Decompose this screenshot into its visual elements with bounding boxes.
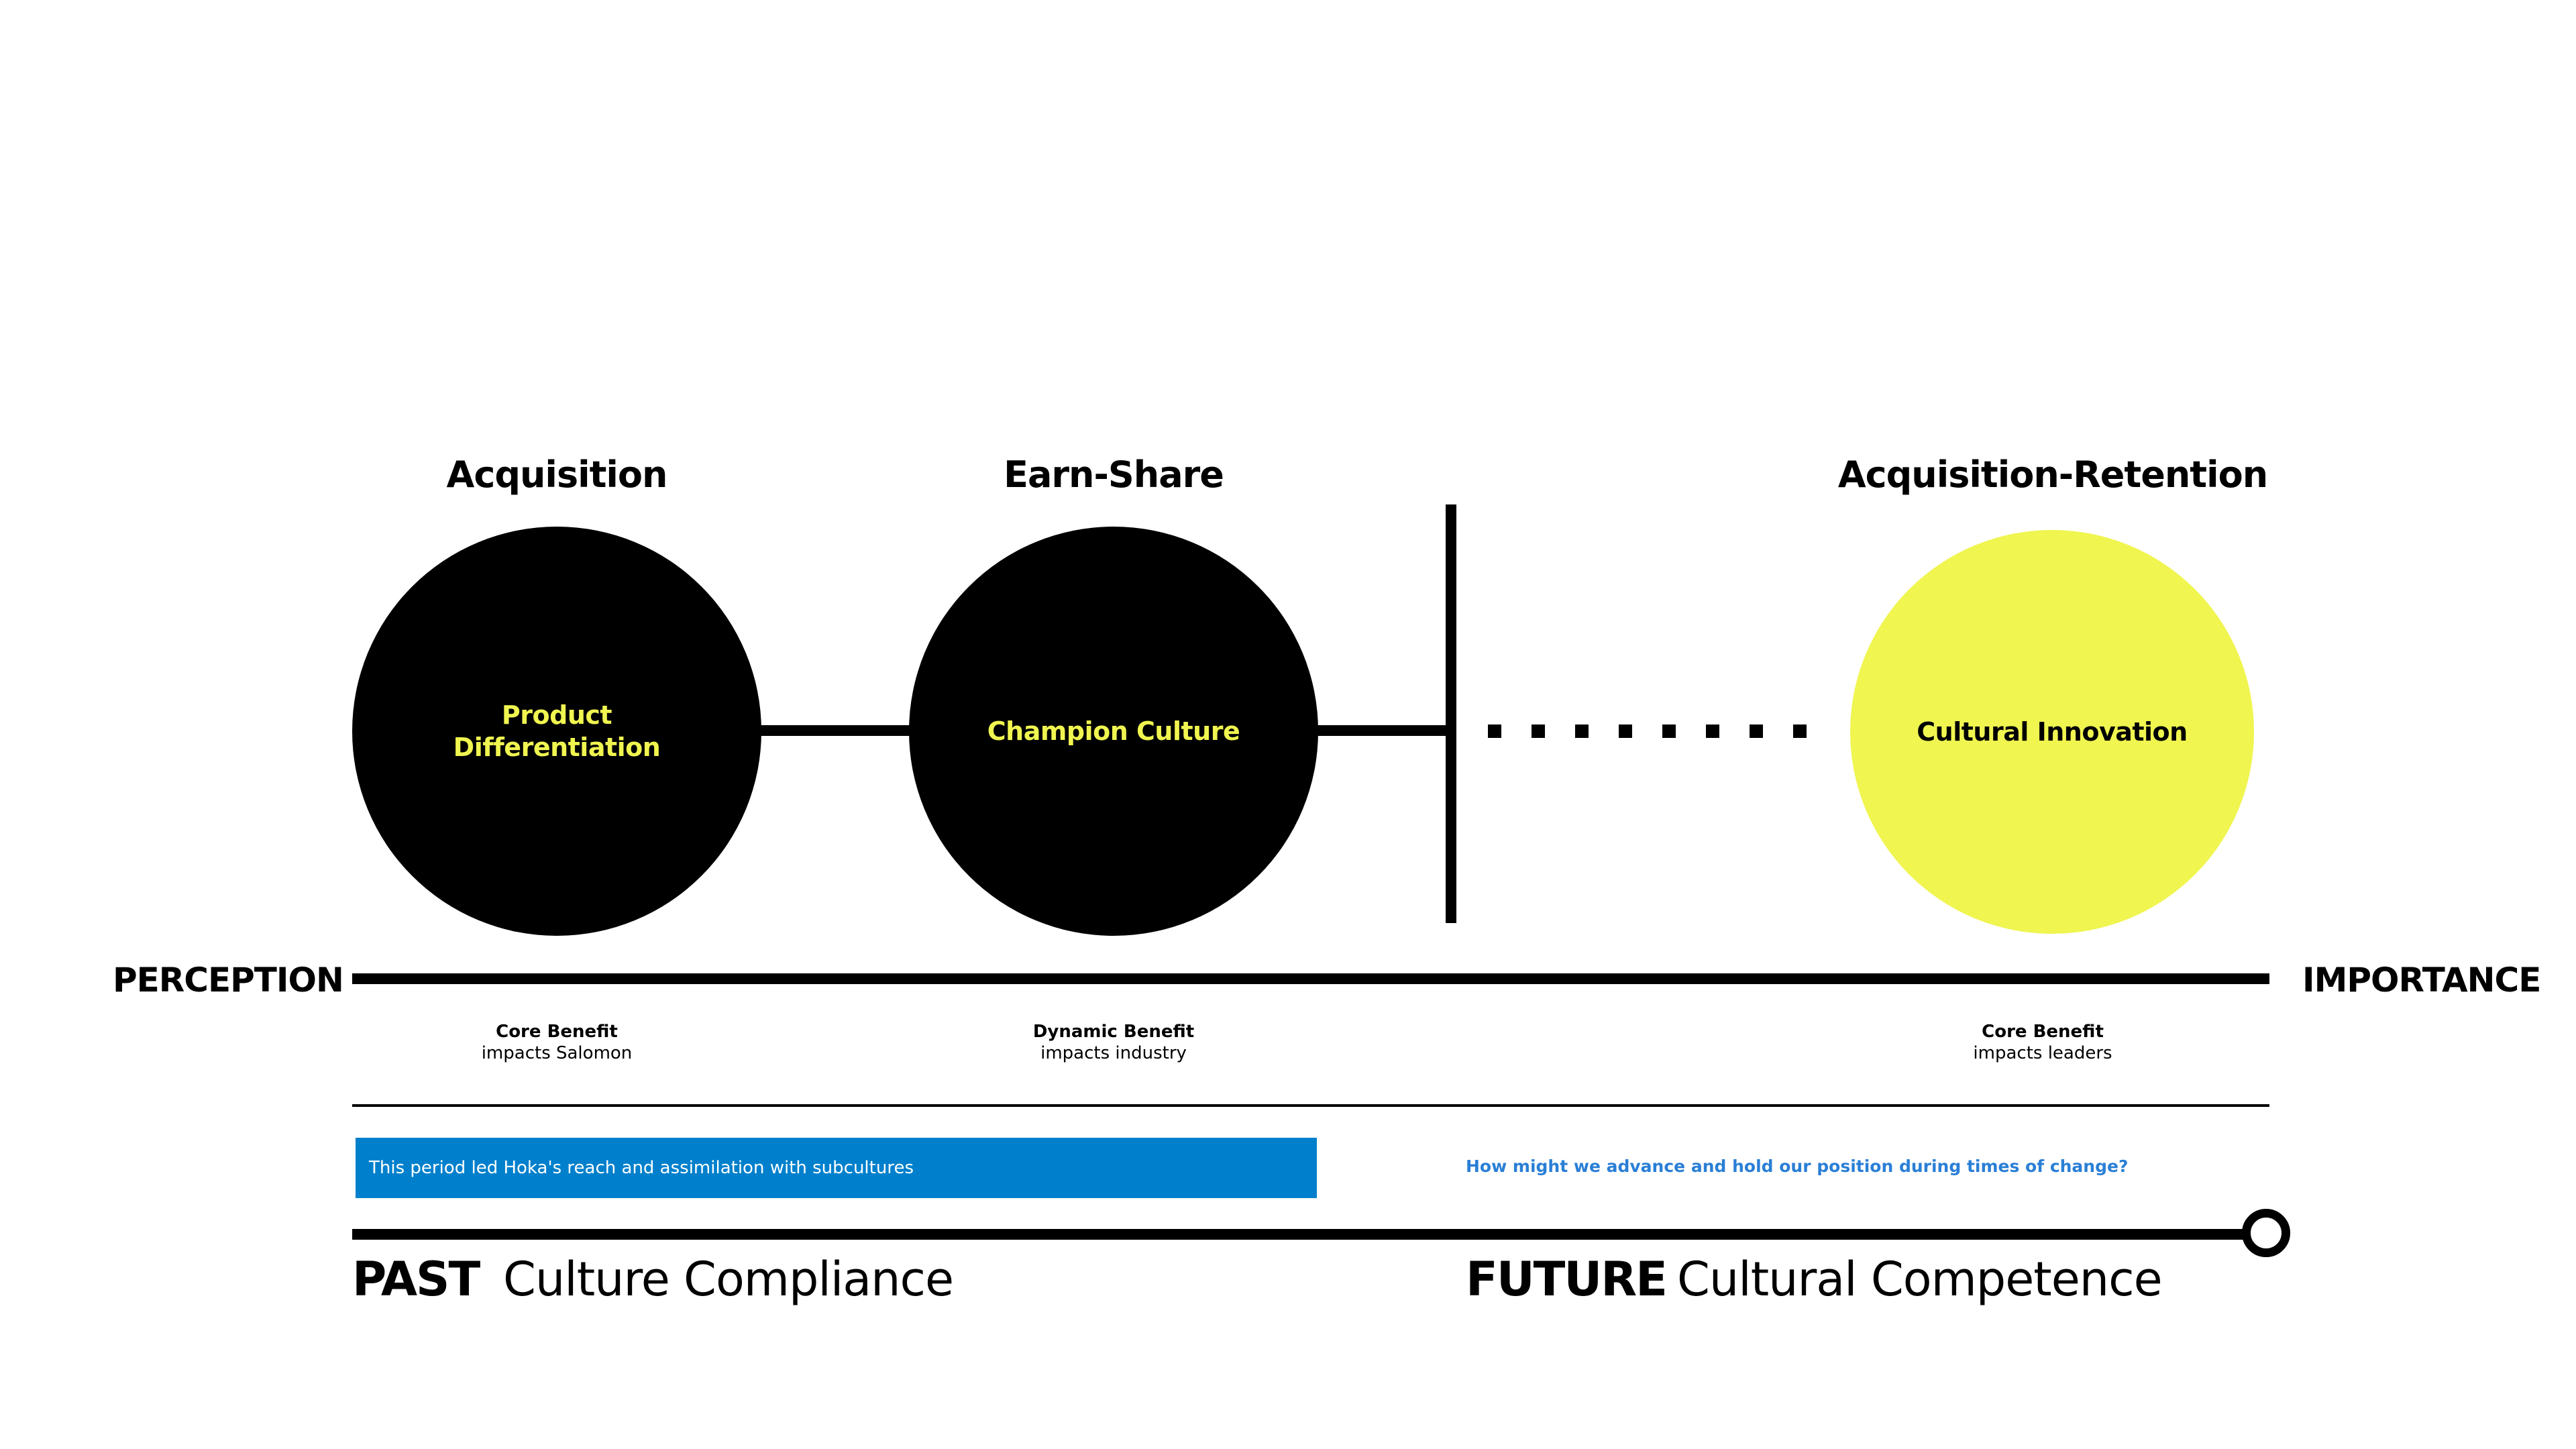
benefit-acquisition: Core Benefit impacts Salomon bbox=[481, 1022, 633, 1063]
section-divider bbox=[352, 1104, 2269, 1107]
path-dot bbox=[1575, 724, 1589, 738]
circle-cultural-innovation: Cultural Innovation bbox=[1850, 530, 2254, 934]
circle-champion-culture: Champion Culture bbox=[909, 527, 1318, 936]
timeline-past-label: PAST bbox=[352, 1252, 480, 1307]
future-question: How might we advance and hold our positi… bbox=[1466, 1157, 2129, 1176]
timeline-past-title: Culture Compliance bbox=[503, 1252, 954, 1307]
circle-product-differentiation: Product Differentiation bbox=[352, 527, 761, 936]
timeline-line bbox=[352, 1229, 2244, 1240]
benefit-acquisition-retention: Core Benefit impacts leaders bbox=[1973, 1022, 2112, 1063]
axis-label-perception: PERCEPTION bbox=[113, 961, 344, 1000]
benefit-earn-share: Dynamic Benefit impacts industry bbox=[1032, 1022, 1195, 1063]
circle-label-champion-culture: Champion Culture bbox=[987, 716, 1240, 746]
present-divider bbox=[1446, 504, 1456, 923]
path-dot bbox=[1662, 724, 1676, 738]
timeline-future-label: FUTURE bbox=[1466, 1252, 1668, 1307]
circle-label-cultural-innovation: Cultural Innovation bbox=[1917, 717, 2188, 747]
path-dot bbox=[1793, 724, 1807, 738]
connector-line-1 bbox=[758, 725, 912, 736]
axis-label-importance: IMPORTANCE bbox=[2302, 961, 2541, 1000]
circle-label-product-differentiation: Product Differentiation bbox=[453, 700, 661, 762]
perception-importance-axis bbox=[352, 973, 2269, 984]
stage-heading-acquisition-retention: Acquisition-Retention bbox=[1837, 453, 2268, 496]
path-dot bbox=[1750, 724, 1763, 738]
path-dot bbox=[1532, 724, 1545, 738]
timeline-future-title: Cultural Competence bbox=[1677, 1252, 2163, 1307]
timeline-end-ring bbox=[2242, 1209, 2290, 1257]
stage-heading-earn-share: Earn-Share bbox=[1004, 453, 1224, 496]
path-dot bbox=[1619, 724, 1632, 738]
connector-line-2 bbox=[1315, 725, 1449, 736]
stage-heading-acquisition: Acquisition bbox=[446, 453, 668, 496]
path-dot bbox=[1488, 724, 1501, 738]
path-dot bbox=[1706, 724, 1719, 738]
past-note-box: This period led Hoka's reach and assimil… bbox=[356, 1138, 1317, 1198]
